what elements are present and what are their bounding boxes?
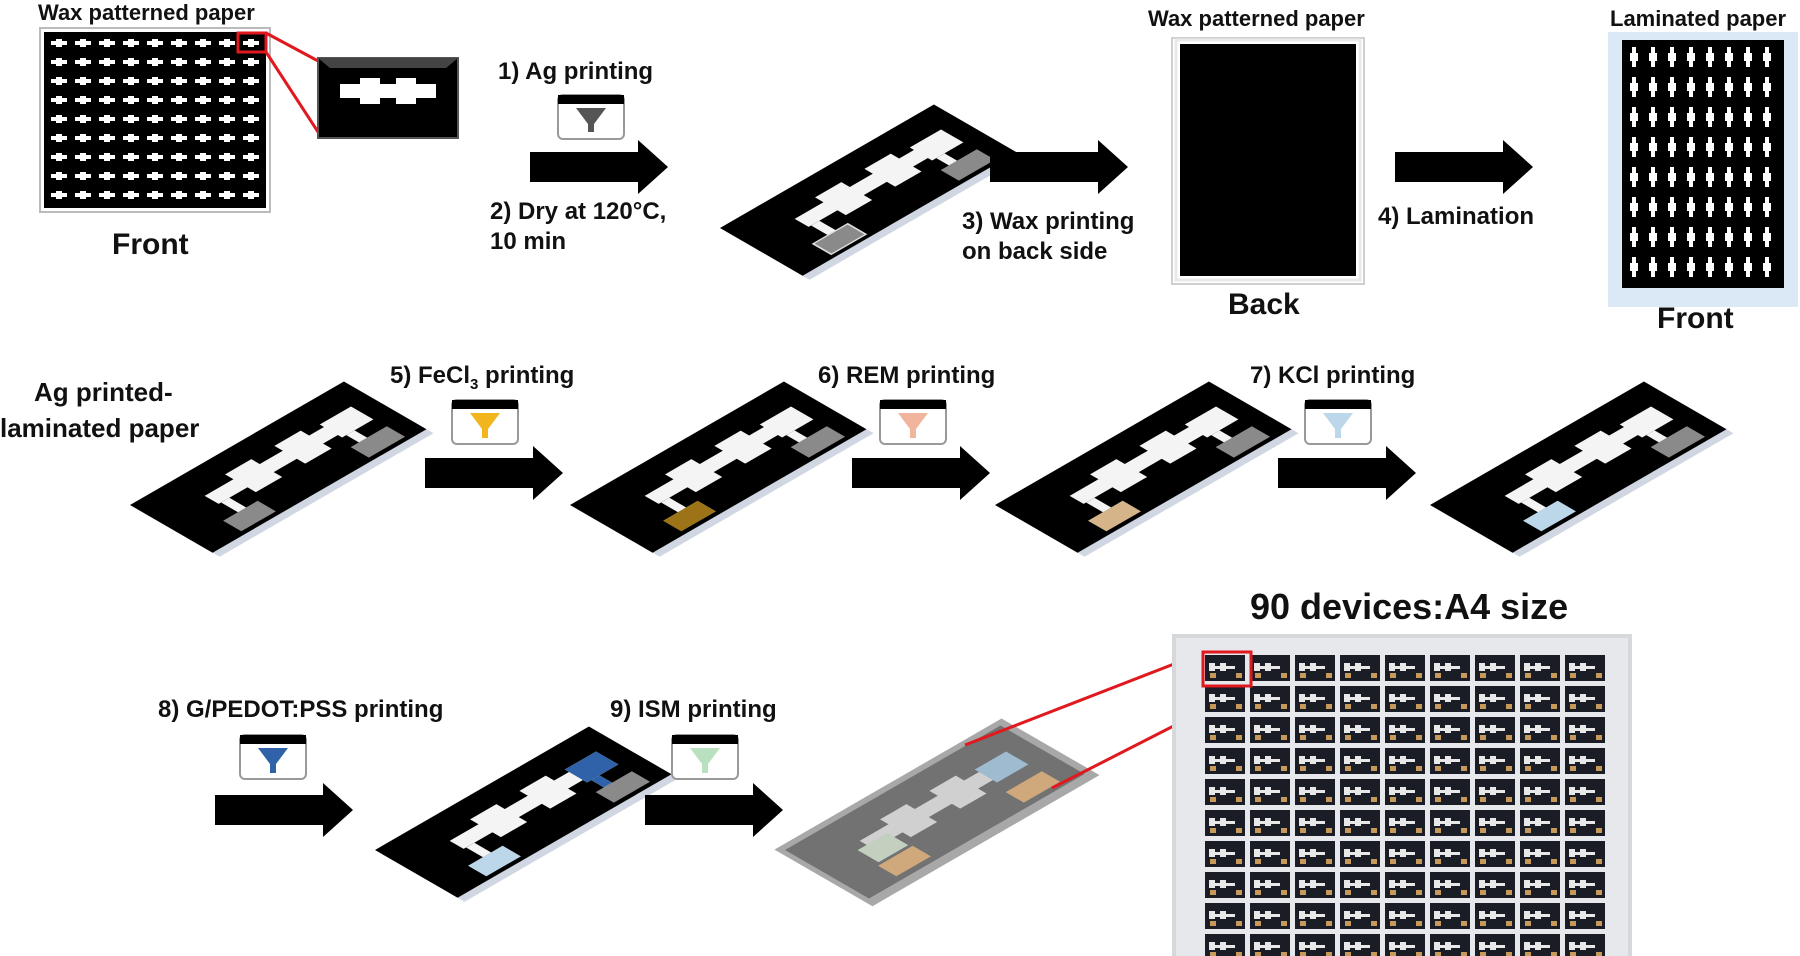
rem-nozzle-icon — [879, 399, 947, 445]
arrow-step1 — [530, 140, 668, 194]
start-label-line1: Ag printed- — [34, 377, 173, 407]
a4-callout-line-top — [964, 650, 1206, 747]
ism-nozzle-icon — [671, 734, 739, 780]
wax-front-title: Wax patterned paper — [38, 0, 255, 25]
chip-kcl — [1430, 381, 1734, 557]
step3-label-line1: 3) Wax printing — [962, 208, 1135, 235]
wax-back-sheet — [1171, 37, 1365, 285]
laminated-caption: Front — [1657, 302, 1734, 335]
step5-label: 5) FeCl3 printing — [390, 362, 574, 393]
step5-subscript: 3 — [470, 375, 479, 393]
laminated-title: Laminated paper — [1610, 6, 1787, 31]
step9-label: 9) ISM printing — [610, 696, 777, 723]
wax-front-sheet — [39, 27, 271, 213]
laminated-sheet — [1608, 32, 1798, 307]
kcl-nozzle-icon — [1304, 399, 1372, 445]
ag-nozzle-icon — [557, 94, 625, 140]
step2-label-line2: 10 min — [490, 228, 567, 255]
arrow-step6 — [852, 446, 990, 500]
step2-label-line1: 2) Dry at 120°C, — [490, 198, 667, 225]
a4-title: 90 devices:A4 size — [1250, 586, 1569, 627]
start-label-line2: laminated paper — [0, 413, 200, 443]
wax-front-caption: Front — [112, 228, 189, 261]
step4-label: 4) Lamination — [1378, 203, 1535, 230]
step6-label: 6) REM printing — [818, 362, 996, 389]
chip-rem — [995, 381, 1299, 557]
wax-cell-callout — [264, 31, 459, 139]
fecl3-nozzle-icon — [451, 399, 519, 445]
step1-label: 1) Ag printing — [498, 58, 654, 85]
step7-label: 7) KCl printing — [1250, 362, 1416, 389]
step5-suffix: printing — [478, 362, 575, 389]
pedot-nozzle-icon — [239, 734, 307, 780]
step5-prefix: 5) FeCl — [390, 362, 471, 389]
arrow-step5 — [425, 446, 563, 500]
step3-label-line2: on back side — [962, 238, 1108, 265]
a4-sheet-photo — [1172, 634, 1632, 956]
arrow-step4 — [1395, 140, 1533, 194]
arrow-step9 — [645, 783, 783, 837]
arrow-step3 — [990, 140, 1128, 194]
chip-ism-photo — [774, 718, 1100, 907]
chip-ag-printed-row1 — [720, 104, 1024, 280]
step8-label: 8) G/PEDOT:PSS printing — [158, 696, 444, 723]
arrow-step8 — [215, 783, 353, 837]
chip-ag-laminated — [130, 381, 434, 557]
arrow-step7 — [1278, 446, 1416, 500]
chip-fecl3 — [570, 381, 874, 557]
chip-pedot — [375, 726, 679, 902]
a4-highlight-box — [1201, 650, 1253, 688]
wax-back-title: Wax patterned paper — [1148, 6, 1365, 31]
wax-back-caption: Back — [1228, 288, 1300, 321]
